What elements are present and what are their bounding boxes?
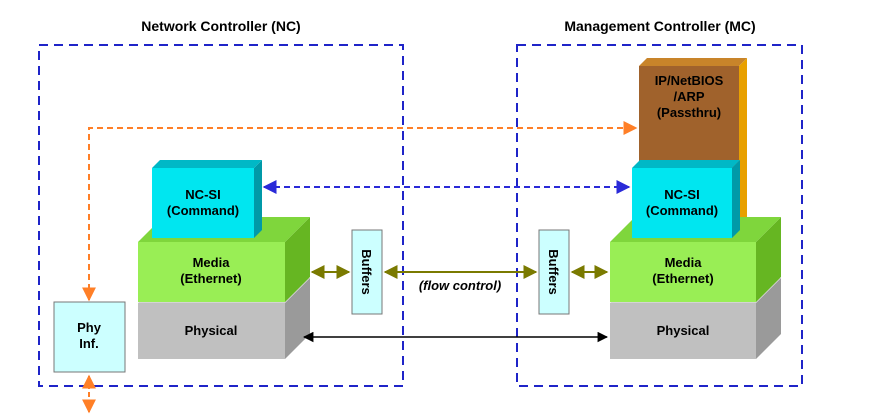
nc-ncsi-label-2: (Command) [167,203,239,218]
mc-ncsi-label-2: (Command) [646,203,718,218]
nc-title: Network Controller (NC) [141,18,300,34]
mc-ncsi-label-1: NC-SI [664,187,699,202]
nc-ncsi-label-1: NC-SI [185,187,220,202]
phy-label-2: Inf. [79,336,99,351]
nc-physical-label: Physical [185,323,238,338]
mc-passthru-label-2: /ARP [673,89,704,104]
mc-media-label-2: (Ethernet) [652,271,713,286]
mc-ncsi-block: NC-SI (Command) [632,160,740,238]
mc-buffers-block: Buffers [538,229,570,315]
mc-physical-label: Physical [657,323,710,338]
mc-title: Management Controller (MC) [564,18,755,34]
flow-control-label: (flow control) [419,278,501,293]
nc-ncsi-block: NC-SI (Command) [152,160,262,238]
nc-buffers-label: Buffers [359,249,374,295]
nc-boundary [38,44,404,387]
mc-passthru-label-1: IP/NetBIOS [655,73,724,88]
mc-passthru-label-3: (Passthru) [657,105,721,120]
nc-media-label-1: Media [193,255,231,270]
mc-buffers-label: Buffers [546,249,561,295]
phy-label-1: Phy [77,320,102,335]
mc-media-label-1: Media [665,255,703,270]
passthru-arrow [82,121,638,302]
nc-media-label-2: (Ethernet) [180,271,241,286]
nc-buffers-block: Buffers [351,229,383,315]
phy-interface-block: Phy Inf. [53,301,126,373]
